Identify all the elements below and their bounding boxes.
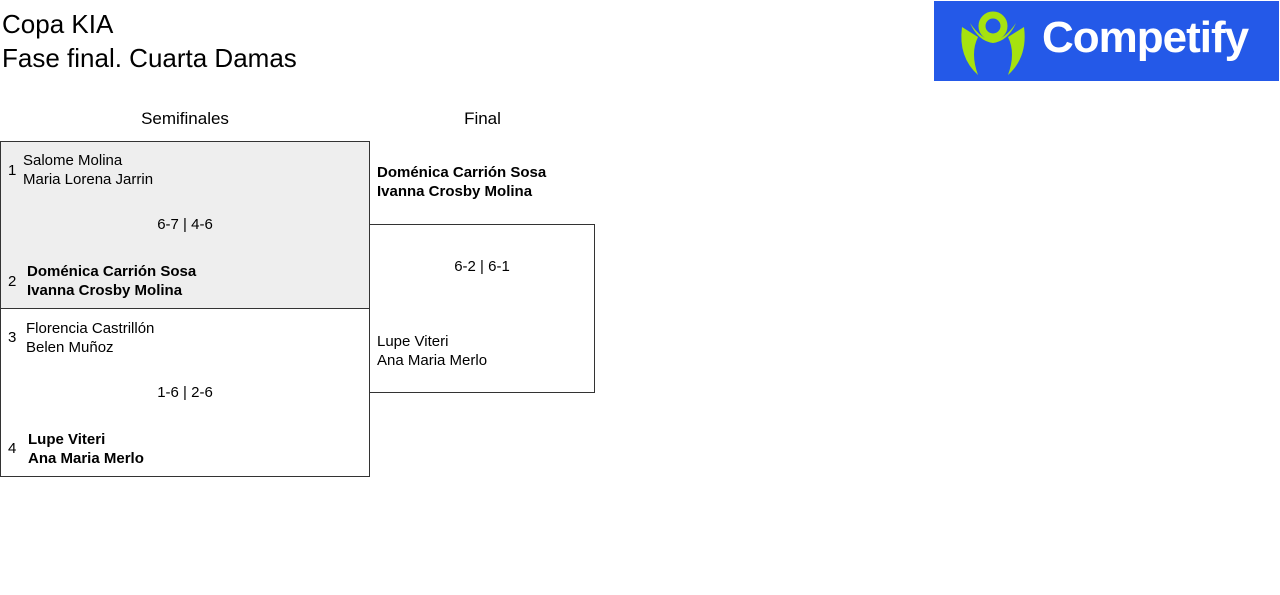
seed-number: 4 <box>8 440 17 457</box>
player-name: Belen Muñoz <box>26 339 114 356</box>
team-winner: Doménica Carrión Sosa Ivanna Crosby Moli… <box>27 262 196 300</box>
semifinal-match-1[interactable]: 1 Salome Molina Maria Lorena Jarrin 6-7 … <box>0 141 370 309</box>
seed-number: 1 <box>8 162 17 179</box>
final-match[interactable]: 6-2 | 6-1 Lupe Viteri Ana Maria Merlo <box>369 224 595 393</box>
final-team-loser: Lupe Viteri Ana Maria Merlo <box>377 332 487 370</box>
team-loser: Florencia Castrillón Belen Muñoz <box>26 319 154 357</box>
competify-logo: Competify <box>934 1 1279 81</box>
semifinal-match-2[interactable]: 3 Florencia Castrillón Belen Muñoz 1-6 |… <box>0 308 370 477</box>
player-name: Salome Molina <box>23 152 123 169</box>
player-name: Lupe Viteri <box>28 431 106 448</box>
phase-title: Fase final. Cuarta Damas <box>2 43 297 73</box>
final-team-winner: Doménica Carrión Sosa Ivanna Crosby Moli… <box>377 163 546 201</box>
match-score: 6-2 | 6-1 <box>454 258 510 275</box>
player-name: Ivanna Crosby Molina <box>377 183 533 200</box>
player-name: Doménica Carrión Sosa <box>377 164 547 181</box>
player-name: Ana Maria Merlo <box>28 450 144 467</box>
logo-text: Competify <box>1042 13 1249 62</box>
player-name: Maria Lorena Jarrin <box>23 171 154 188</box>
round-header-final: Final <box>464 109 501 128</box>
player-name: Doménica Carrión Sosa <box>27 263 197 280</box>
match-score: 1-6 | 2-6 <box>157 384 213 401</box>
seed-number: 2 <box>8 273 17 290</box>
person-logo-icon <box>961 11 1025 75</box>
match-score: 6-7 | 4-6 <box>157 216 213 233</box>
tournament-title: Copa KIA <box>2 9 114 39</box>
round-header-semifinals: Semifinales <box>141 109 229 128</box>
player-name: Florencia Castrillón <box>26 320 155 337</box>
player-name: Ivanna Crosby Molina <box>27 282 183 299</box>
team-winner: Lupe Viteri Ana Maria Merlo <box>28 430 144 468</box>
player-name: Lupe Viteri <box>377 333 449 350</box>
seed-number: 3 <box>8 329 17 346</box>
team-loser: Salome Molina Maria Lorena Jarrin <box>23 151 153 189</box>
player-name: Ana Maria Merlo <box>377 352 488 369</box>
